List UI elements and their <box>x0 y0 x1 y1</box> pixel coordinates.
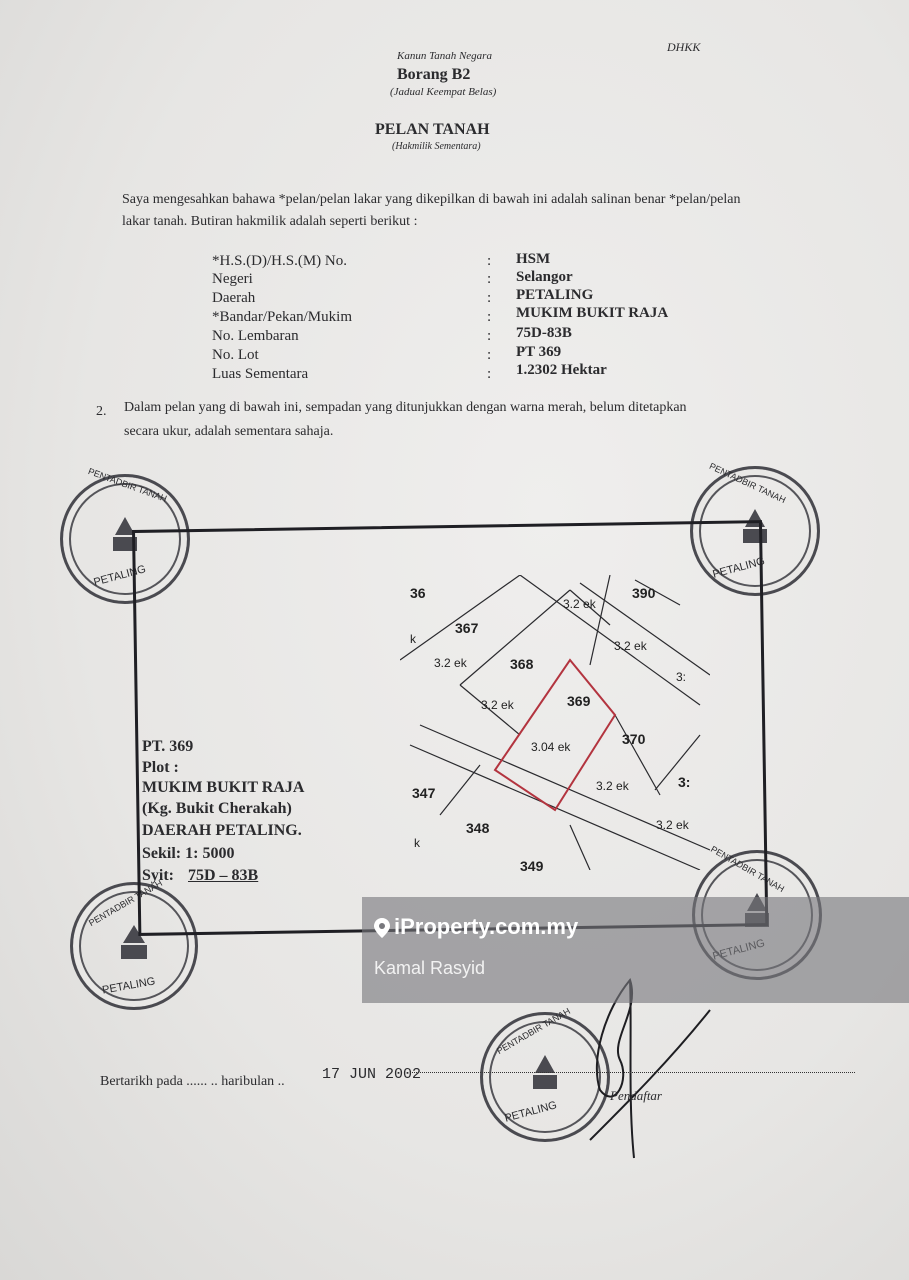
land-office-stamp <box>690 466 820 596</box>
detail-label: Negeri <box>212 271 253 287</box>
plan-daerah: DAERAH PETALING. <box>142 822 302 839</box>
detail-label: Daerah <box>212 290 256 306</box>
area-label: 3.2 ek <box>656 818 689 832</box>
statement-line-1: Saya mengesahkan bahawa *pelan/pelan lak… <box>122 192 741 207</box>
detail-value: PT 369 <box>516 344 562 360</box>
detail-colon: : <box>487 328 492 344</box>
plan-sheet-value: 75D – 83B <box>188 867 259 884</box>
registrar-label: Pendaftar <box>610 1088 662 1103</box>
area-label: 3.2 ek <box>434 656 467 670</box>
detail-colon: : <box>487 347 492 363</box>
plan-plot: Plot : <box>142 759 179 776</box>
act-name: Kanun Tanah Negara <box>397 50 492 62</box>
detail-colon: : <box>487 271 492 287</box>
statement-line-2: lakar tanah. Butiran hakmilik adalah sep… <box>122 214 418 229</box>
location-pin-icon <box>374 918 390 938</box>
sketch-mark: k <box>410 632 416 646</box>
detail-value: 1.2302 Hektar <box>516 362 607 378</box>
plan-lot: PT. 369 <box>142 738 194 755</box>
detail-colon: : <box>487 253 492 269</box>
detail-value: 75D-83B <box>516 325 572 341</box>
lot-number: 349 <box>520 858 544 874</box>
detail-label: *H.S.(D)/H.S.(M) No. <box>212 253 347 269</box>
page-subtitle: (Hakmilik Sementara) <box>392 141 481 152</box>
watermark-banner <box>362 897 909 1003</box>
watermark-site: iProperty.com.my <box>394 914 579 939</box>
plan-sketch <box>400 575 710 870</box>
form-schedule: (Jadual Keempat Belas) <box>390 86 497 98</box>
lot-number: 347 <box>412 785 436 801</box>
document-ref: DHKK <box>667 40 701 54</box>
stamp-emblem-icon <box>743 509 767 543</box>
lot-number: 3: <box>678 774 691 790</box>
land-office-stamp <box>70 882 198 1010</box>
detail-value: Selangor <box>516 269 573 285</box>
stamp-emblem-icon <box>121 925 147 959</box>
page-title: PELAN TANAH <box>375 121 490 138</box>
detail-label: No. Lembaran <box>212 328 299 344</box>
lot-number: 367 <box>455 620 479 636</box>
plan-kampung: (Kg. Bukit Cherakah) <box>142 800 292 817</box>
land-office-stamp <box>60 474 190 604</box>
detail-value: MUKIM BUKIT RAJA <box>516 305 669 321</box>
plan-mukim: MUKIM BUKIT RAJA <box>142 779 305 796</box>
area-label: 3.2 ek <box>614 639 647 653</box>
lot-number: 348 <box>466 820 490 836</box>
detail-label: *Bandar/Pekan/Mukim <box>212 309 352 325</box>
area-label: 3.2 ek <box>563 597 596 611</box>
lot-number: 36 <box>410 585 426 601</box>
watermark-agent: Kamal Rasyid <box>374 958 486 978</box>
clause-line-2: secara ukur, adalah sementara sahaja. <box>124 424 334 439</box>
area-label: 3.2 ek <box>596 779 629 793</box>
lot-number: 370 <box>622 731 646 747</box>
dated-label: Bertarikh pada ...... .. haribulan .. <box>100 1074 285 1089</box>
detail-value: HSM <box>516 251 551 267</box>
plan-sheet-label: Syit: <box>142 867 174 884</box>
sketch-mark: k <box>414 836 420 850</box>
lot-number: 368 <box>510 656 534 672</box>
sketch-mark: 3: <box>676 670 687 684</box>
clause-line-1: Dalam pelan yang di bawah ini, sempadan … <box>124 400 687 415</box>
plan-scale: Sekil: 1: 5000 <box>142 845 235 862</box>
area-label: 3.04 ek <box>531 740 571 754</box>
date-stamp: 17 JUN 2002 <box>322 1066 422 1083</box>
detail-label: Luas Sementara <box>212 366 309 382</box>
lot-number: 390 <box>632 585 656 601</box>
detail-colon: : <box>487 366 492 382</box>
detail-value: PETALING <box>516 287 594 303</box>
detail-colon: : <box>487 309 492 325</box>
form-title: Borang B2 <box>397 66 471 83</box>
area-label: 3.2 ek <box>481 698 514 712</box>
clause-number: 2. <box>96 404 107 419</box>
stamp-emblem-icon <box>113 517 137 551</box>
signature-line <box>410 1072 855 1073</box>
detail-label: No. Lot <box>212 347 259 363</box>
lot-number: 369 <box>567 693 591 709</box>
detail-colon: : <box>487 290 492 306</box>
